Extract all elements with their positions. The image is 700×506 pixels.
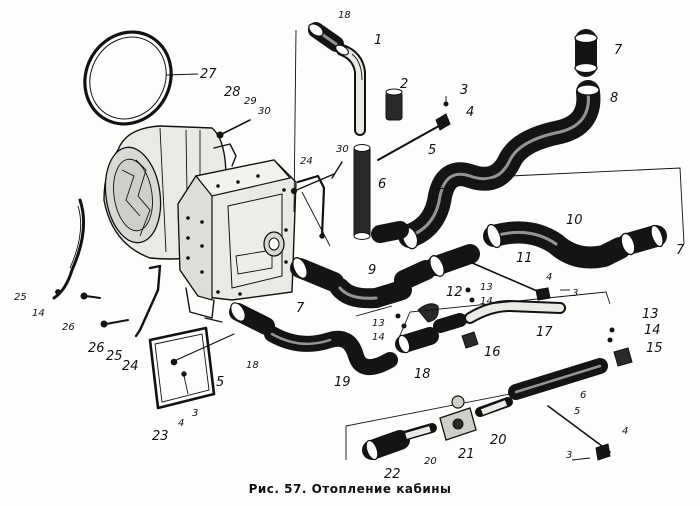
bottom-fittings [345,393,513,461]
label-5-lower: 5 [574,406,580,417]
label-7-right: 7 [676,243,685,258]
label-25-left: 25 [14,292,27,303]
label-4-lower: 4 [622,426,628,437]
part-27-clamp-ring [83,30,199,126]
parts-7-8-hoses [371,29,685,250]
label-30-mid: 30 [336,144,349,155]
label-7: 7 [614,43,623,58]
label-23: 23 [152,429,169,444]
upper-pipes [293,22,451,247]
label-18: 18 [338,10,351,21]
label-11: 11 [516,251,533,266]
right-lower-parts [508,327,633,461]
label-22: 22 [384,467,401,482]
label-28: 28 [224,85,241,100]
label-3: 3 [460,83,468,98]
label-3-lower: 3 [566,450,572,461]
label-14-left: 14 [372,332,385,343]
label-5-left: 5 [216,375,224,390]
label-9: 9 [368,263,376,278]
label-30-upper: 30 [258,106,271,117]
label-6: 6 [378,177,386,192]
figure-caption: Рис. 57. Отопление кабины [248,482,452,496]
label-19: 19 [334,375,351,390]
label-18-low: 18 [414,367,431,382]
part-25-26-strap [52,198,162,338]
label-14-right: 14 [644,323,661,338]
label-4-left: 4 [178,418,184,429]
part-24-upper-bracket [296,174,326,239]
label-12: 12 [446,285,463,300]
part-11-12-fasteners [395,261,570,329]
label-13-left: 13 [372,318,385,329]
label-4: 4 [466,105,474,120]
label-21: 21 [458,447,475,462]
label-10: 10 [566,213,583,228]
label-29: 29 [244,96,257,107]
label-5: 5 [428,143,436,158]
label-1: 1 [374,33,382,48]
label-14-far-left: 14 [32,308,45,319]
label-20-left: 20 [424,456,437,467]
label-8: 8 [610,91,618,106]
label-2: 2 [400,77,408,92]
label-6-lower: 6 [580,390,586,401]
label-27: 27 [200,67,217,82]
label-3-left: 3 [192,408,198,419]
label-7-mid: 7 [296,301,305,316]
part-labels: 18 1 2 3 4 5 6 7 8 9 10 7 11 4 3 12 13 1… [14,10,685,482]
label-3-mid: 3 [572,288,578,299]
label-25-lower: 25 [106,349,123,364]
heater-unit [103,125,297,323]
label-17: 17 [536,325,553,340]
label-20-right: 20 [490,433,507,448]
parts-18-19-hoses [229,302,398,375]
parts-16-17-hoses [395,291,611,354]
label-18-mid: 18 [246,360,259,371]
label-24-lower: 24 [122,359,139,374]
label-13: 13 [480,282,493,293]
part-23-frame [148,326,235,410]
label-15: 15 [646,341,663,356]
label-26-left: 26 [62,322,75,333]
label-14: 14 [480,296,493,307]
label-13-right: 13 [642,307,659,322]
label-16: 16 [484,345,501,360]
label-24-upper: 24 [300,156,313,167]
label-26-lower: 26 [88,341,105,356]
parts-9-10-hoses [290,221,667,309]
label-4-mid: 4 [546,272,552,283]
